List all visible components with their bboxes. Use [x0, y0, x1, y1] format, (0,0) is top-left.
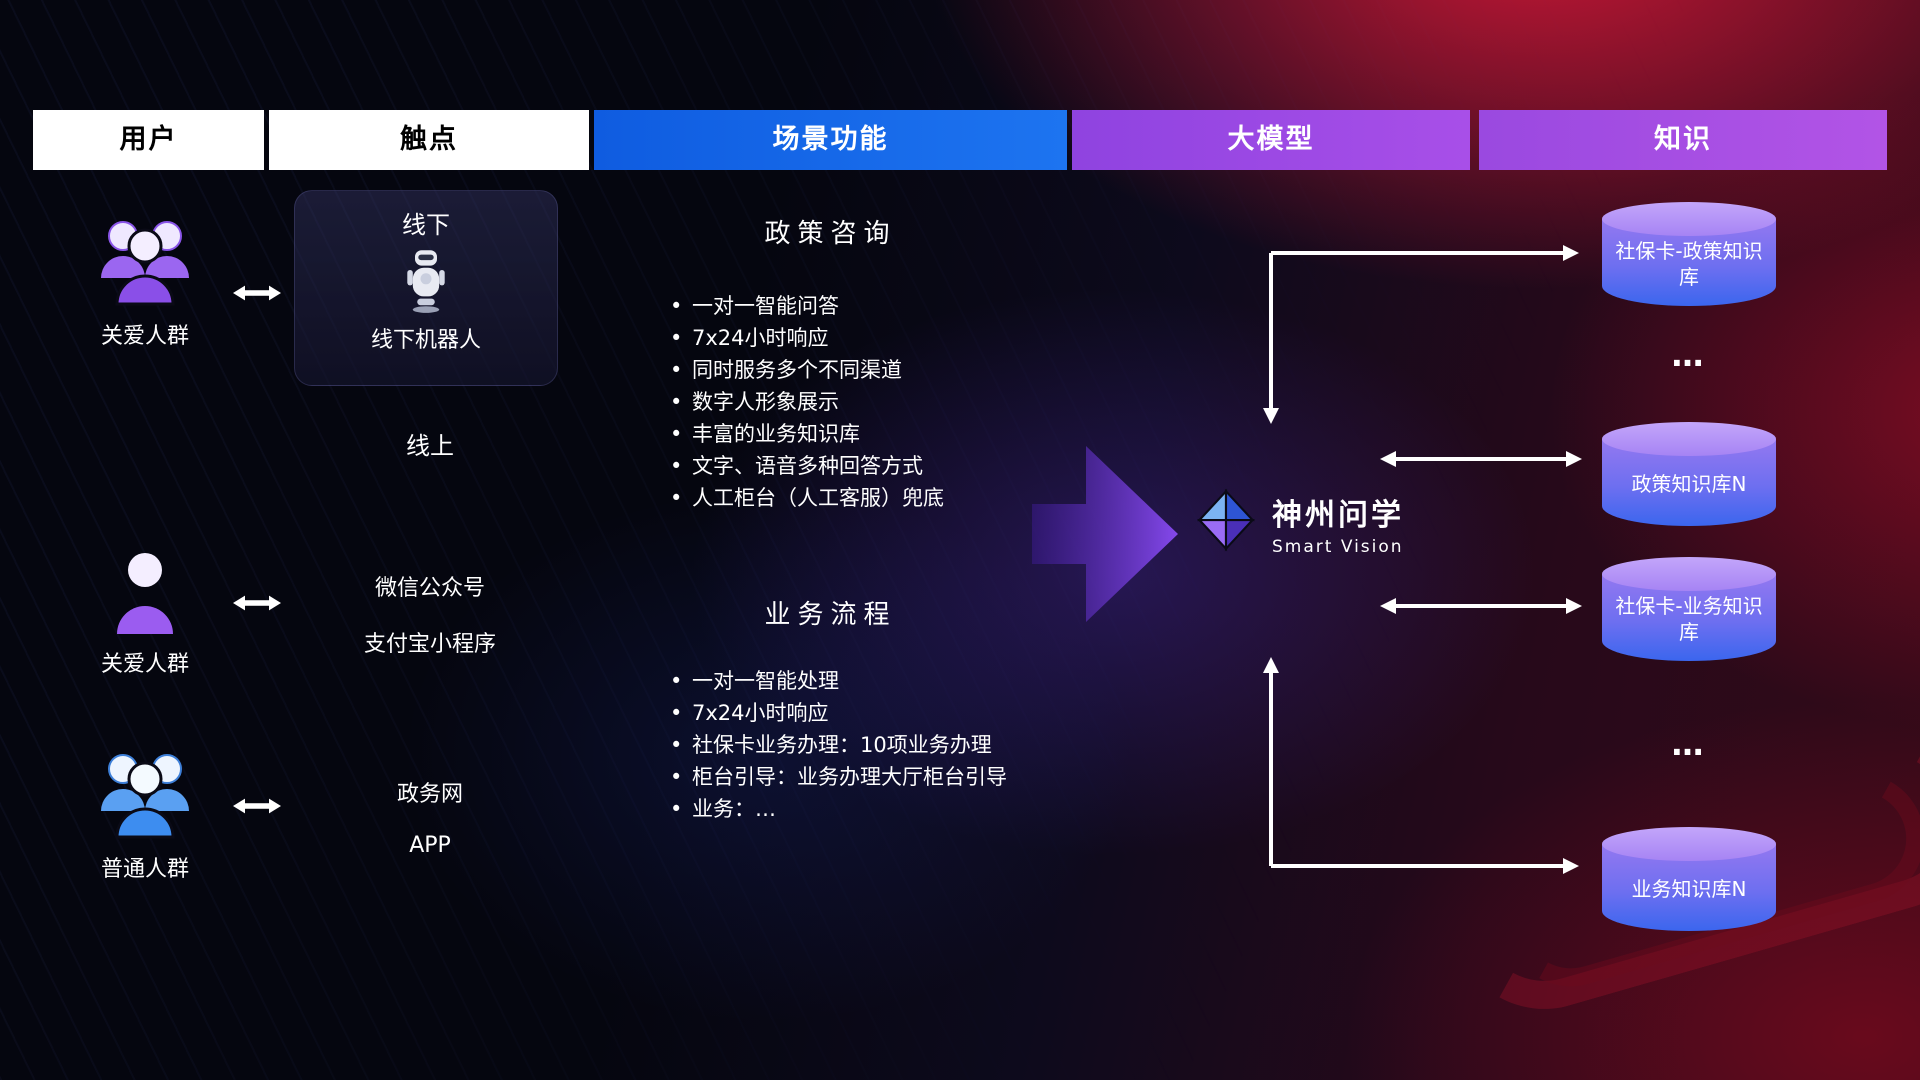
list-item: 一对一智能处理 — [668, 665, 1007, 697]
caring-group-icon — [101, 221, 189, 306]
big-flow-arrow-icon — [1032, 446, 1178, 622]
brand-name: 神州问学 — [1272, 498, 1404, 533]
offline-touchpoint-panel: 线下 线下机器人 — [294, 190, 558, 386]
double-arrow-icon — [233, 595, 281, 611]
user-group-general: 普通人群 — [65, 745, 225, 883]
offline-title: 线下 — [402, 211, 450, 239]
policy-consultation-title: 政策咨询 — [764, 219, 897, 249]
brand-gem-icon — [1197, 488, 1255, 552]
business-process-title: 业务流程 — [764, 600, 897, 630]
list-item: 丰富的业务知识库 — [668, 418, 944, 450]
database-business-kb-n: 业务知识库N — [1602, 827, 1776, 931]
channel-app: APP — [409, 833, 451, 858]
double-arrow-icon — [233, 285, 281, 301]
brand-block: 神州问学 Smart Vision — [1272, 490, 1404, 557]
list-item: 同时服务多个不同渠道 — [668, 354, 944, 386]
online-title: 线上 — [406, 432, 454, 460]
channel-alipay: 支付宝小程序 — [363, 632, 496, 657]
database-icon — [1602, 202, 1776, 236]
offline-robot-label: 线下机器人 — [370, 328, 481, 353]
column-header-knowledge: 知识 — [1479, 110, 1887, 170]
list-item: 社保卡业务办理：10项业务办理 — [668, 729, 1007, 761]
list-item: 一对一智能问答 — [668, 290, 944, 322]
channel-gov-web: 政务网 — [396, 782, 463, 807]
ellipsis-more-databases: … — [1671, 725, 1707, 763]
list-item: 7x24小时响应 — [668, 697, 1007, 729]
caring-person-icon — [117, 553, 173, 634]
brand-subtitle: Smart Vision — [1272, 537, 1404, 557]
database-label: 社保卡-政策知识库 — [1615, 239, 1763, 289]
list-item: 柜台引导：业务办理大厅柜台引导 — [668, 761, 1007, 793]
list-item: 7x24小时响应 — [668, 322, 944, 354]
list-item: 文字、语音多种回答方式 — [668, 450, 944, 482]
database-label: 业务知识库N — [1631, 877, 1747, 901]
general-group-icon — [101, 754, 189, 839]
database-policy-kb-n: 政策知识库N — [1602, 422, 1776, 526]
column-header-users: 用户 — [33, 110, 264, 170]
policy-feature-list: 一对一智能问答 7x24小时响应 同时服务多个不同渠道 数字人形象展示 丰富的业… — [668, 290, 944, 514]
user-group-caring-2: 关爱人群 — [65, 548, 225, 678]
database-icon — [1602, 827, 1776, 861]
user-group-label: 关爱人群 — [100, 652, 189, 677]
double-arrow-policy-kb-n — [1380, 451, 1582, 467]
list-item: 数字人形象展示 — [668, 386, 944, 418]
user-group-label: 普通人群 — [100, 857, 189, 882]
column-header-touchpoints: 触点 — [269, 110, 589, 170]
database-social-business-kb: 社保卡-业务知识库 — [1602, 557, 1776, 661]
elbow-arrow-to-policy-kb — [1263, 245, 1579, 424]
list-item: 人工柜台（人工客服）兜底 — [668, 482, 944, 514]
business-feature-list: 一对一智能处理 7x24小时响应 社保卡业务办理：10项业务办理 柜台引导：业务… — [668, 665, 1007, 825]
ellipsis-more-databases: … — [1671, 336, 1707, 374]
robot-icon — [407, 250, 445, 313]
channel-wechat: 微信公众号 — [374, 576, 485, 601]
user-group-label: 关爱人群 — [100, 324, 189, 349]
elbow-arrow-to-business-kb-n — [1263, 657, 1579, 874]
column-header-large-model: 大模型 — [1072, 110, 1470, 170]
database-label: 政策知识库N — [1631, 472, 1747, 496]
double-arrow-icon — [233, 798, 281, 814]
user-group-caring-1: 关爱人群 — [65, 212, 225, 350]
database-icon — [1602, 422, 1776, 456]
list-item: 业务：… — [668, 793, 1007, 825]
database-icon — [1602, 557, 1776, 591]
database-label: 社保卡-业务知识库 — [1615, 594, 1763, 644]
column-header-scenario-functions: 场景功能 — [594, 110, 1067, 170]
database-social-policy-kb: 社保卡-政策知识库 — [1602, 202, 1776, 306]
double-arrow-business-kb — [1380, 598, 1582, 614]
